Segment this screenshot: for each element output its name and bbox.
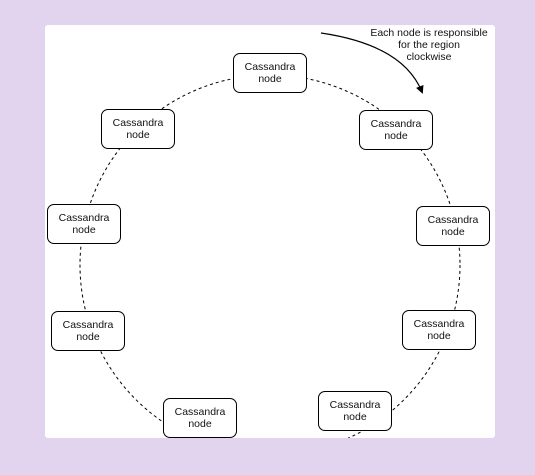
annotation-line-2: for the region xyxy=(398,39,460,51)
cassandra-node-lower-left: Cassandra node xyxy=(51,311,125,351)
cassandra-node-bottom-right: Cassandra node xyxy=(318,391,392,431)
node-label-line2: node xyxy=(126,129,150,141)
annotation-line-1: Each node is responsible xyxy=(370,27,488,39)
node-label-line1: Cassandra xyxy=(413,318,465,330)
node-label-line2: node xyxy=(72,224,96,236)
cassandra-node-lower-right: Cassandra node xyxy=(402,310,476,350)
node-label-line2: node xyxy=(441,226,465,238)
node-label-line1: Cassandra xyxy=(112,117,164,129)
cassandra-node-left: Cassandra node xyxy=(47,204,121,244)
node-label-line1: Cassandra xyxy=(58,212,110,224)
node-label-line2: node xyxy=(188,418,212,430)
node-label-line2: node xyxy=(384,130,408,142)
node-label-line2: node xyxy=(76,331,100,343)
node-label-line2: node xyxy=(343,411,367,423)
node-label-line1: Cassandra xyxy=(174,406,226,418)
diagram-panel: Each node is responsible for the region … xyxy=(45,25,495,438)
clockwise-arrow xyxy=(320,32,424,94)
node-label-line1: Cassandra xyxy=(370,118,422,130)
cassandra-node-right: Cassandra node xyxy=(416,206,490,246)
node-label-line2: node xyxy=(258,73,282,85)
cassandra-node-upper-left: Cassandra node xyxy=(101,109,175,149)
cassandra-node-top: Cassandra node xyxy=(233,53,307,93)
node-label-line1: Cassandra xyxy=(62,319,114,331)
node-label-line1: Cassandra xyxy=(427,214,479,226)
annotation-line-3: clockwise xyxy=(406,51,452,63)
cassandra-node-upper-right: Cassandra node xyxy=(359,110,433,150)
cassandra-node-bottom-left: Cassandra node xyxy=(163,398,237,438)
node-label-line1: Cassandra xyxy=(329,399,381,411)
node-label-line1: Cassandra xyxy=(244,61,296,73)
node-label-line2: node xyxy=(427,330,451,342)
clockwise-annotation: Each node is responsible for the region … xyxy=(363,27,495,63)
